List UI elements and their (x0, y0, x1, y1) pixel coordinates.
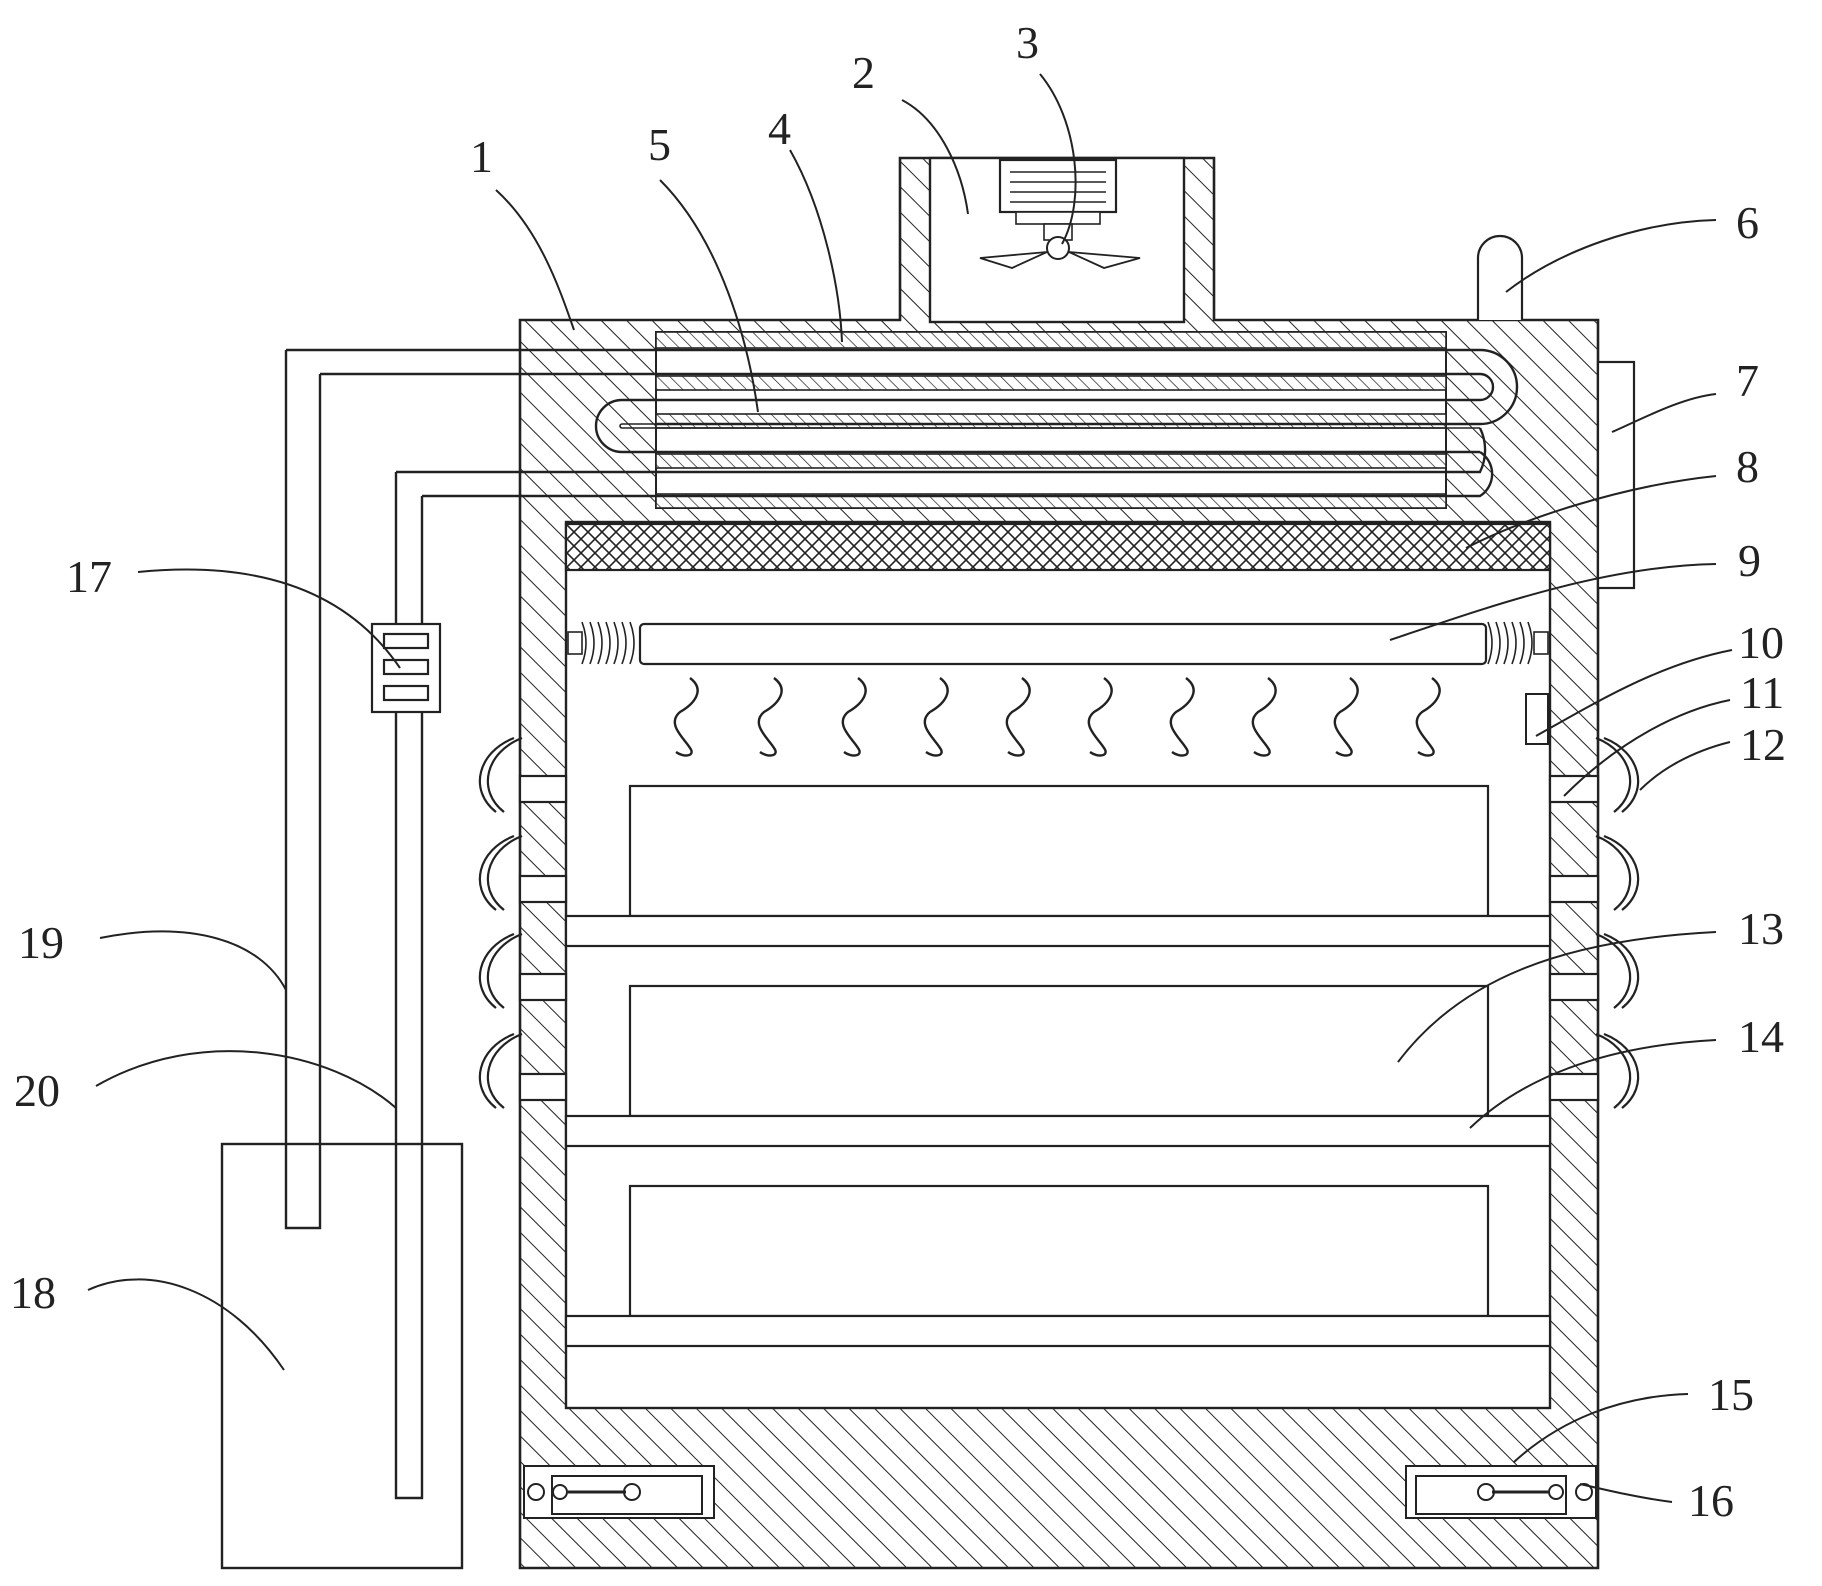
label-12: 12 (1740, 719, 1786, 770)
indicator-lamp (1476, 234, 1524, 320)
label-1: 1 (470, 131, 493, 182)
heating-tube (567, 621, 1549, 666)
label-2: 2 (852, 47, 875, 98)
fan-assembly (979, 158, 1141, 269)
serpentine-pipe (286, 348, 1519, 498)
pump (370, 622, 442, 714)
label-16: 16 (1688, 1475, 1734, 1526)
label-7: 7 (1736, 355, 1759, 406)
label-20: 20 (14, 1065, 60, 1116)
right-vents (1548, 736, 1640, 1109)
control-box (1596, 360, 1636, 590)
label-18: 18 (10, 1267, 56, 1318)
label-14: 14 (1738, 1011, 1784, 1062)
label-3: 3 (1016, 17, 1039, 68)
part-labels: 1 2 3 4 5 6 7 8 9 10 11 12 13 14 15 16 1… (10, 17, 1786, 1526)
label-6: 6 (1736, 197, 1759, 248)
filter-mesh (564, 522, 1552, 572)
label-17: 17 (66, 551, 112, 602)
external-plumbing (284, 350, 424, 1500)
label-8: 8 (1736, 441, 1759, 492)
bottom-latches (523, 1465, 1597, 1519)
left-vents (478, 736, 568, 1109)
label-10: 10 (1738, 617, 1784, 668)
label-13: 13 (1738, 903, 1784, 954)
label-4: 4 (768, 103, 791, 154)
heat-waves (673, 677, 1441, 757)
label-5: 5 (648, 119, 671, 170)
leader-lines (87, 73, 1733, 1503)
top-heat-exchanger (655, 331, 1447, 509)
water-tank (220, 1142, 464, 1570)
trays (564, 784, 1552, 1348)
label-19: 19 (18, 917, 64, 968)
label-9: 9 (1738, 535, 1761, 586)
label-11: 11 (1740, 667, 1784, 718)
label-15: 15 (1708, 1369, 1754, 1420)
